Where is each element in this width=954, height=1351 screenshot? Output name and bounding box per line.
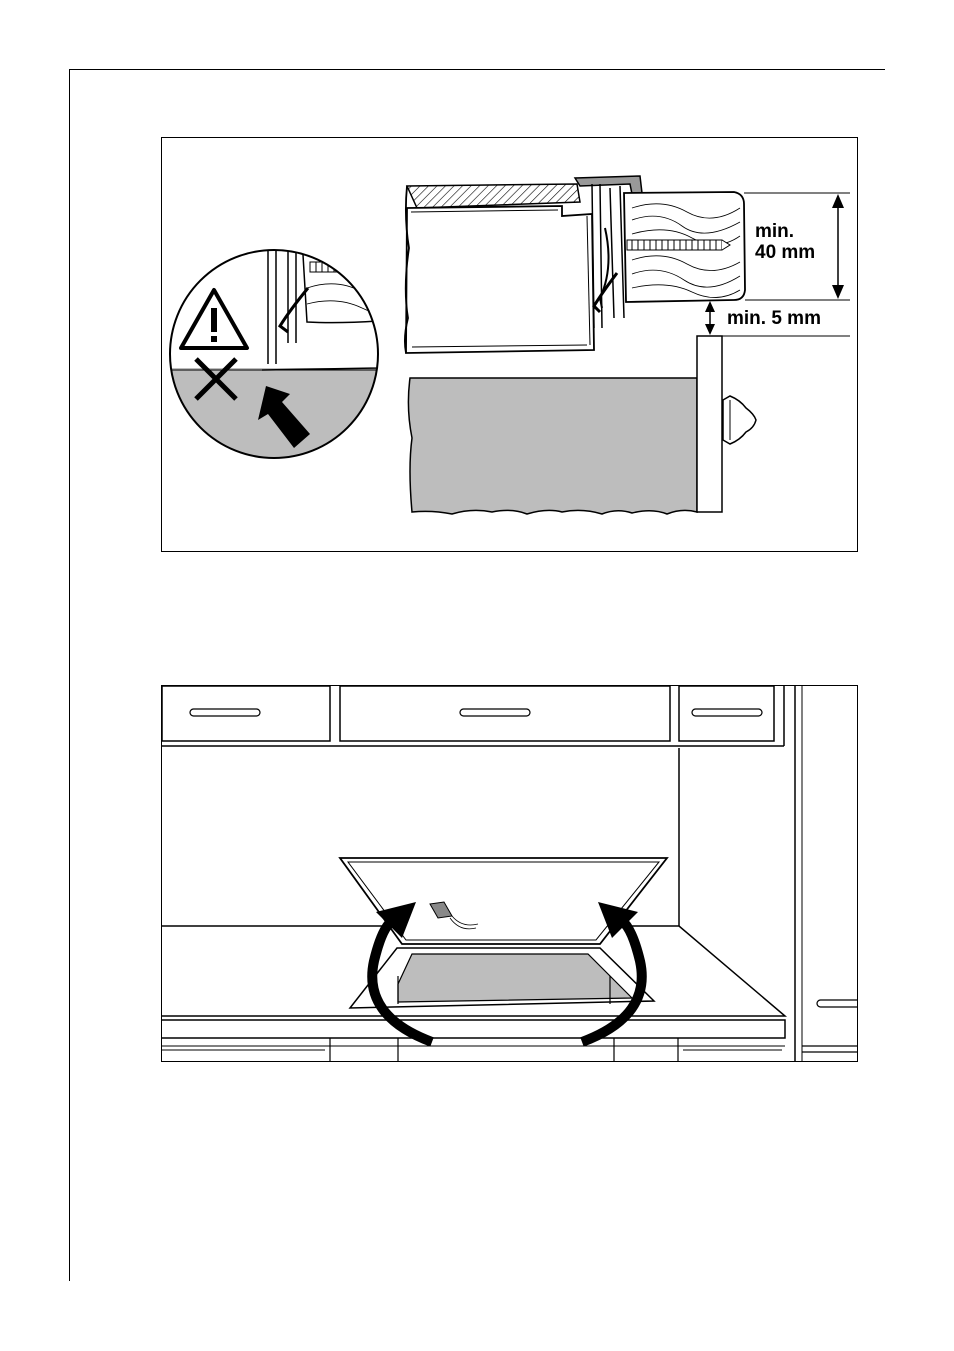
min-5mm-label: min. 5 mm	[727, 308, 821, 329]
kitchen-drawing	[162, 686, 857, 1061]
min-40mm-label-line2: 40 mm	[755, 242, 815, 263]
wall-cabinets	[162, 686, 784, 746]
magnified-detail	[162, 238, 392, 468]
cross-section-drawing	[162, 138, 857, 551]
wooden-beam	[624, 192, 745, 302]
hob-insertion-figure	[161, 685, 858, 1062]
page-top-rule	[69, 69, 885, 70]
min-40mm-label-line1: min.	[755, 221, 794, 242]
installation-cross-section-figure: min. 40 mm min. 5 mm	[161, 137, 858, 552]
tall-cabinet	[795, 686, 857, 1061]
page-left-rule	[69, 69, 70, 1281]
drawer	[408, 336, 756, 514]
worktop	[405, 184, 594, 353]
warning-triangle-icon	[181, 290, 247, 348]
worktop-cutout	[350, 948, 654, 1008]
